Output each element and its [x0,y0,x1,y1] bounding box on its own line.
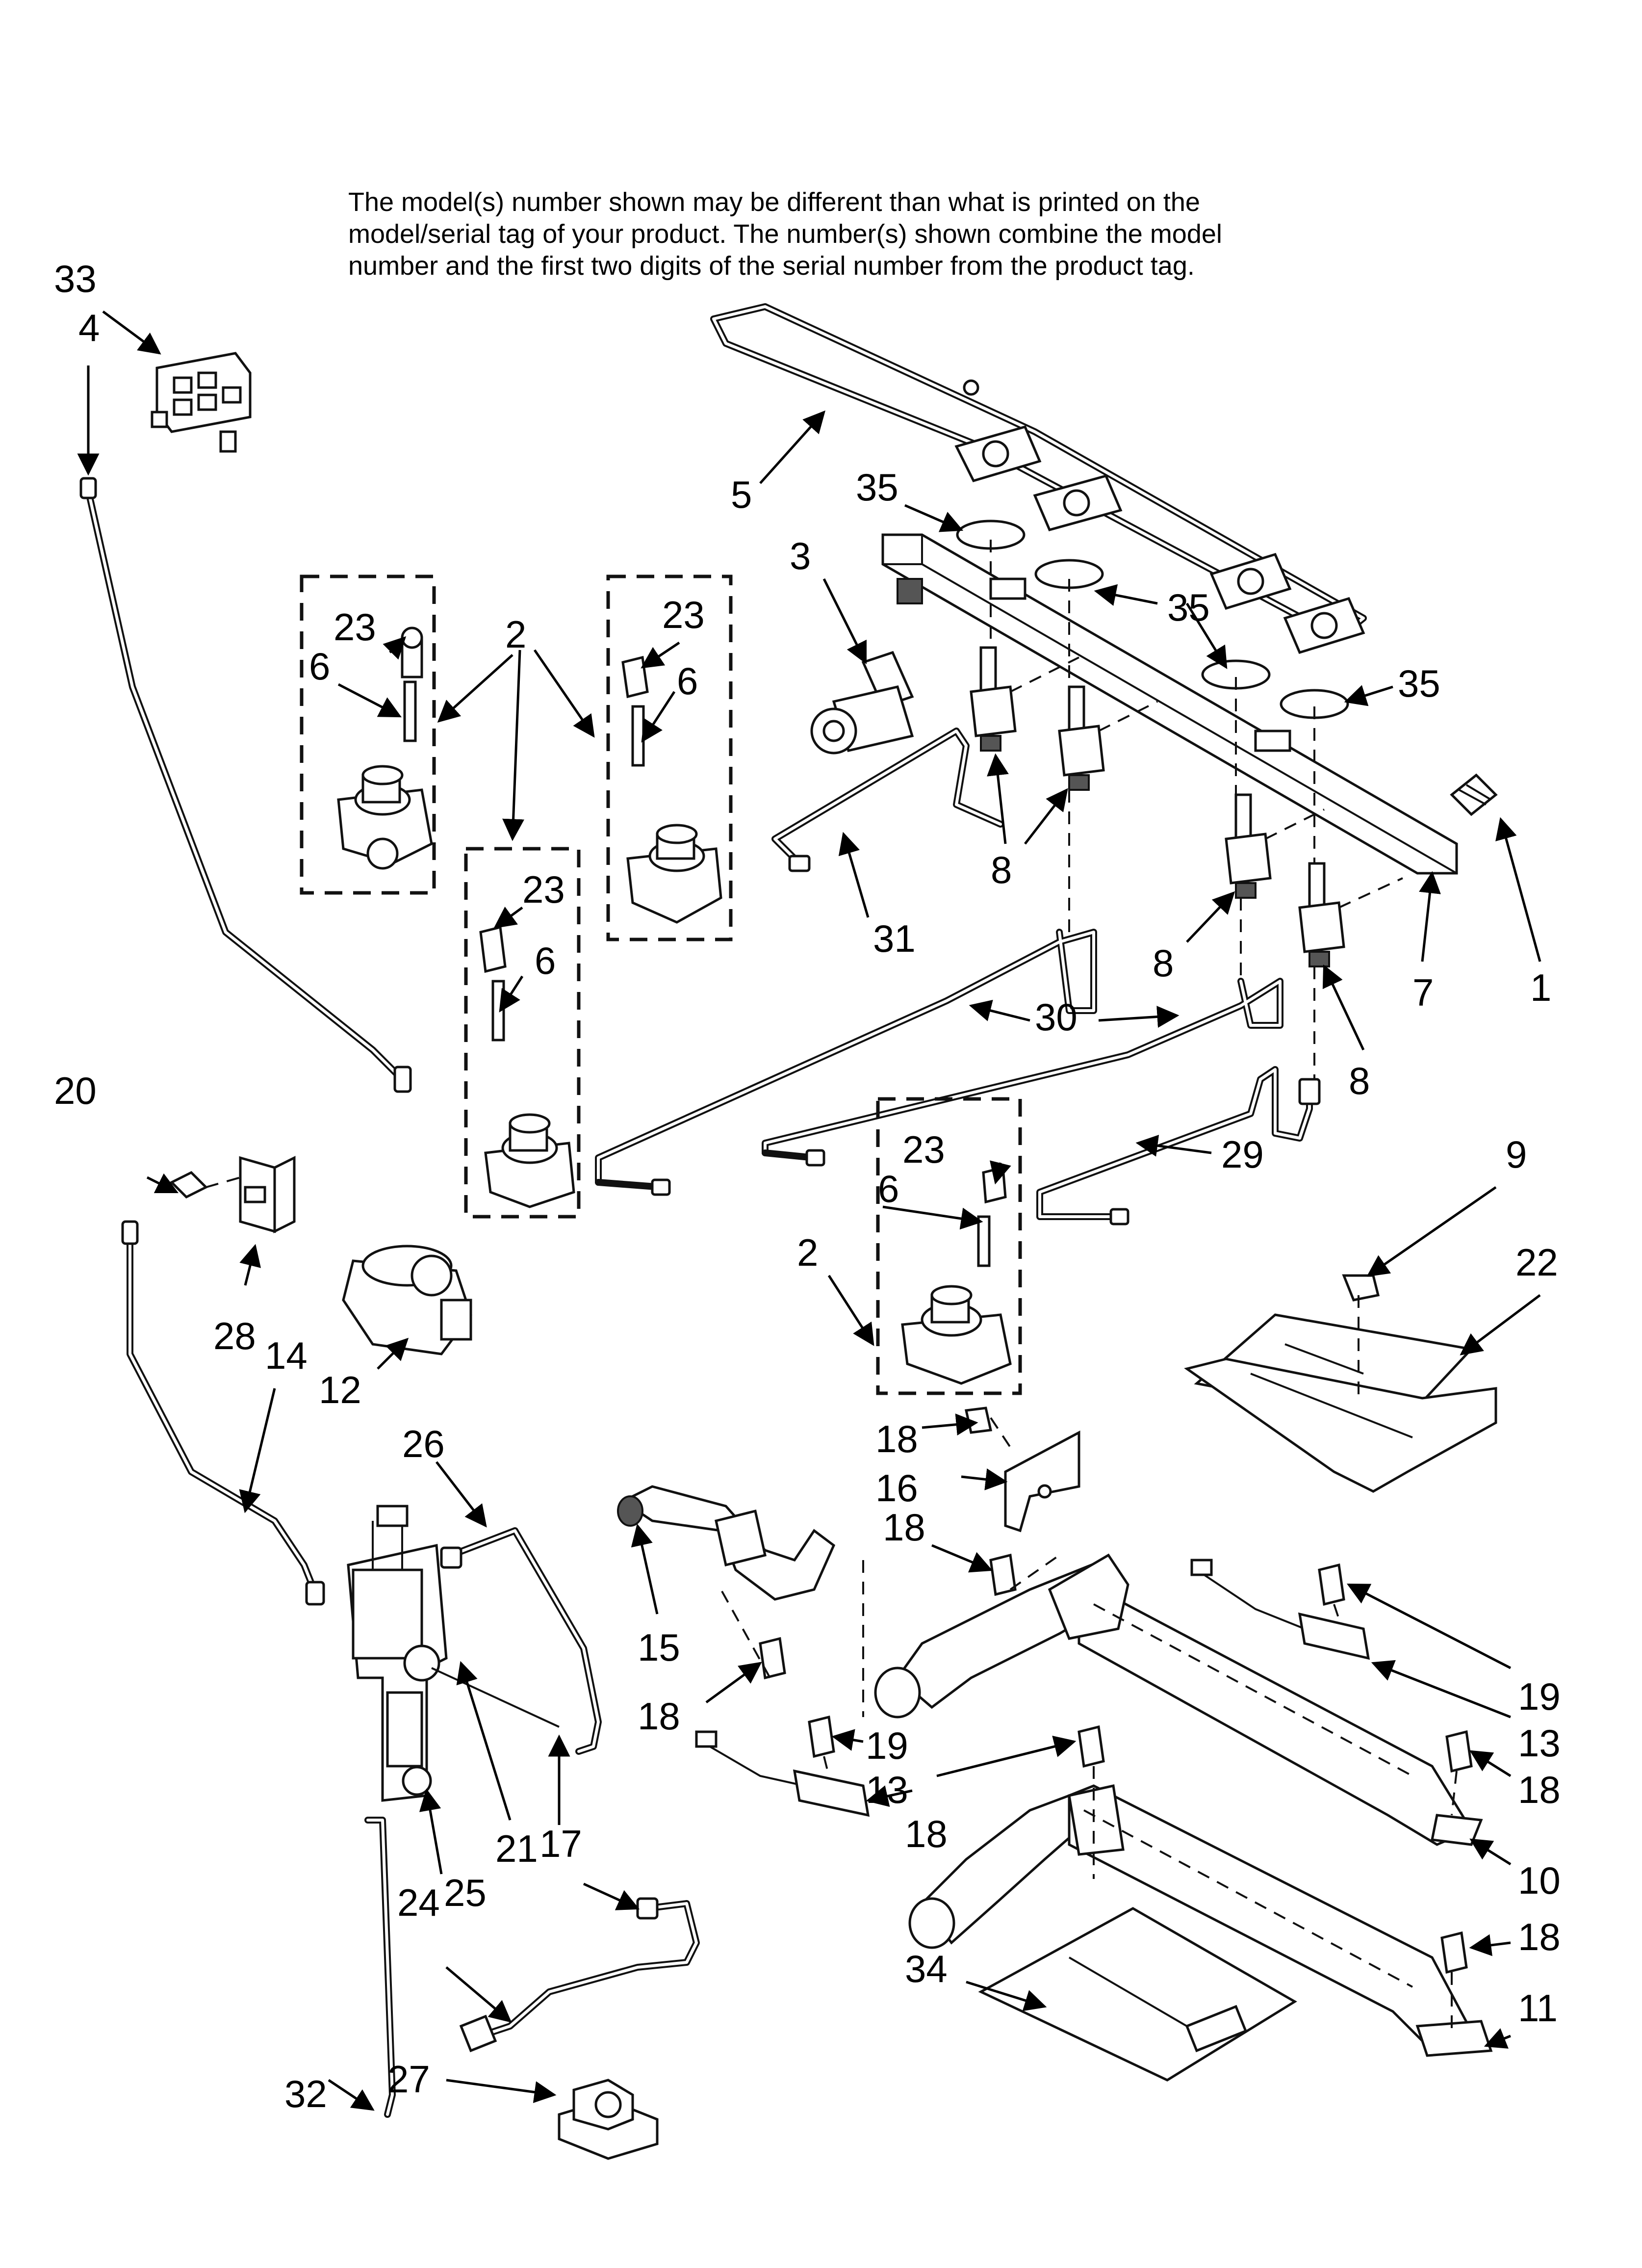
callout-6a: 6 [309,645,330,688]
callout-8a: 8 [991,848,1012,891]
venturi-15-part [617,1485,836,1601]
callout-12: 12 [319,1368,361,1411]
callout-18c: 18 [638,1694,680,1738]
callout-9: 9 [1506,1133,1527,1176]
callout-23d: 23 [902,1128,945,1171]
callout-14: 14 [265,1334,308,1377]
callout-32: 32 [284,2072,327,2115]
callout-6d: 6 [878,1167,899,1210]
tube-30-part [595,929,1283,1196]
igniter-13-upper-part [1190,1559,1370,1660]
tube-17-part [459,1897,700,2053]
shield-22-part [1184,1274,1497,1493]
screw-18-parts [759,1553,1473,1974]
callout-35c: 35 [1398,662,1440,705]
callout-22: 22 [1515,1241,1558,1284]
callout-labels: 33 4 5 35 35 35 3 23 6 2 23 6 23 6 31 8 … [54,257,1561,2115]
insulator-disc-parts [956,520,1349,719]
callout-17a: 17 [539,1822,582,1865]
callout-11: 11 [1518,1986,1558,2030]
callout-13a: 13 [866,1768,908,1811]
callout-23c: 23 [522,868,565,911]
callout-2b: 2 [797,1231,818,1274]
callout-6c: 6 [535,939,556,982]
valve-body-21-part [347,1505,560,1802]
model-number-note: The model(s) number shown may be differe… [348,186,1476,282]
callout-25: 25 [444,1871,487,1914]
callout-2a: 2 [505,613,526,656]
callout-21: 21 [495,1827,538,1870]
callout-8c: 8 [1349,1059,1370,1102]
callout-3: 3 [790,534,811,577]
callout-1: 1 [1530,966,1551,1009]
igniter-13-lower-part [695,1715,870,1817]
callout-30: 30 [1035,995,1078,1039]
callout-28: 28 [213,1314,256,1357]
burner-tube-11-part [908,1784,1493,2057]
valve-part [810,651,914,755]
callout-7: 7 [1412,971,1434,1014]
callout-33: 33 [54,257,97,300]
callout-27: 27 [387,2058,430,2101]
note-line-3: number and the first two digits of the s… [348,251,1195,281]
burner-tube-10-part [874,1553,1483,1846]
callout-18a: 18 [875,1417,918,1460]
callout-5: 5 [731,473,752,516]
tube-32-part [364,1817,396,2118]
callout-26: 26 [402,1422,445,1465]
burner-assembly-box-3 [464,847,581,1219]
callout-13b: 13 [1518,1721,1561,1765]
callout-23a: 23 [334,605,376,649]
screw-part-1 [1450,773,1498,816]
callout-18b: 18 [883,1506,925,1549]
callout-18d: 18 [905,1812,948,1855]
callout-18f: 18 [1518,1915,1561,1958]
callout-10: 10 [1518,1859,1561,1902]
bracket-16-part [964,1407,1080,1533]
callout-19b: 19 [1518,1675,1561,1718]
orifice-holder-parts [970,646,1345,967]
callout-20: 20 [54,1069,97,1112]
callout-15: 15 [638,1626,680,1669]
note-line-1: The model(s) number shown may be differe… [348,187,1200,217]
burner-assembly-box-1 [300,574,436,895]
callout-8b: 8 [1153,941,1174,985]
note-line-2: model/serial tag of your product. The nu… [348,219,1222,249]
callout-16: 16 [875,1466,918,1510]
burner-assembly-box-2 [606,574,733,941]
burner-assembly-box-4 [876,1097,1022,1395]
callout-35a: 35 [856,466,898,509]
tube-31-part [771,728,1004,872]
callout-4: 4 [78,306,100,349]
manifold-bar-part [881,533,1458,875]
callout-arrows [77,310,1541,2111]
callout-23b: 23 [662,593,705,636]
callout-29: 29 [1221,1133,1264,1176]
callout-31: 31 [873,917,916,960]
callout-24: 24 [397,1881,440,1924]
callout-35b: 35 [1167,586,1210,629]
callout-19a: 19 [866,1724,908,1767]
igniter-harness-part [710,303,1367,654]
tube-29-part [1036,1066,1321,1225]
bracket-27-part [558,2079,659,2160]
tube-26-part [440,1527,602,1755]
alignment-lines [205,540,1458,2031]
callout-6b: 6 [677,659,698,703]
callout-18e: 18 [1518,1768,1561,1811]
terminal-block-part [151,352,252,453]
plate-34-part [978,1907,1297,2082]
bracket-28-part [169,1155,296,1234]
long-gas-tube-part [79,477,412,1093]
tube-14-part [121,1220,325,1606]
regulator-12-part [342,1245,472,1356]
callout-34: 34 [905,1947,948,1990]
